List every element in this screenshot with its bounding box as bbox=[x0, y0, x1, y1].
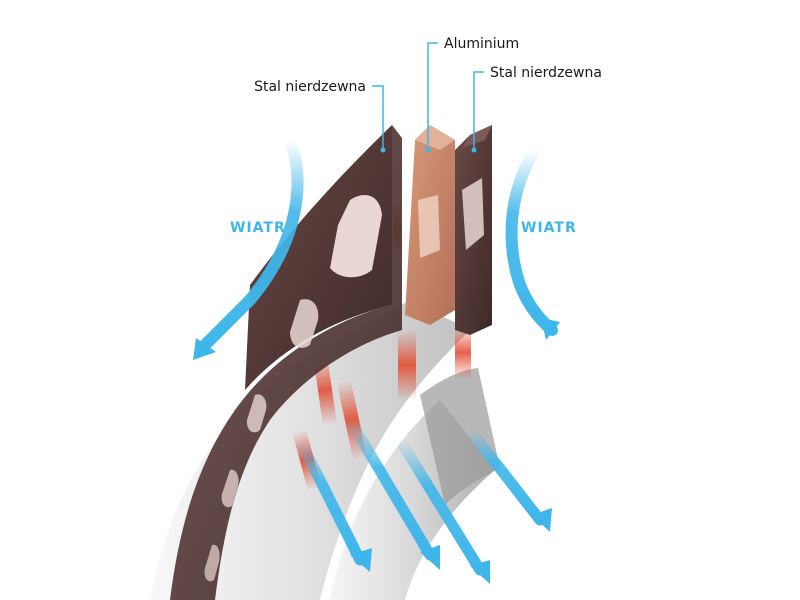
wind-arrows bbox=[193, 134, 560, 584]
wind-label-left: WIATR bbox=[230, 220, 286, 236]
label-left-steel: Stal nierdzewna bbox=[254, 79, 366, 95]
leader-right-steel bbox=[473, 71, 484, 150]
label-right-steel: Stal nierdzewna bbox=[490, 65, 602, 81]
leader-left-steel bbox=[372, 85, 384, 148]
leader-aluminium bbox=[427, 42, 438, 150]
right-steel-layer bbox=[455, 125, 492, 335]
aluminium-layer bbox=[405, 125, 455, 325]
wind-label-right: WIATR bbox=[521, 220, 577, 236]
label-aluminium: Aluminium bbox=[444, 36, 519, 52]
left-steel-layer bbox=[170, 125, 402, 600]
leader-lines bbox=[372, 42, 484, 153]
